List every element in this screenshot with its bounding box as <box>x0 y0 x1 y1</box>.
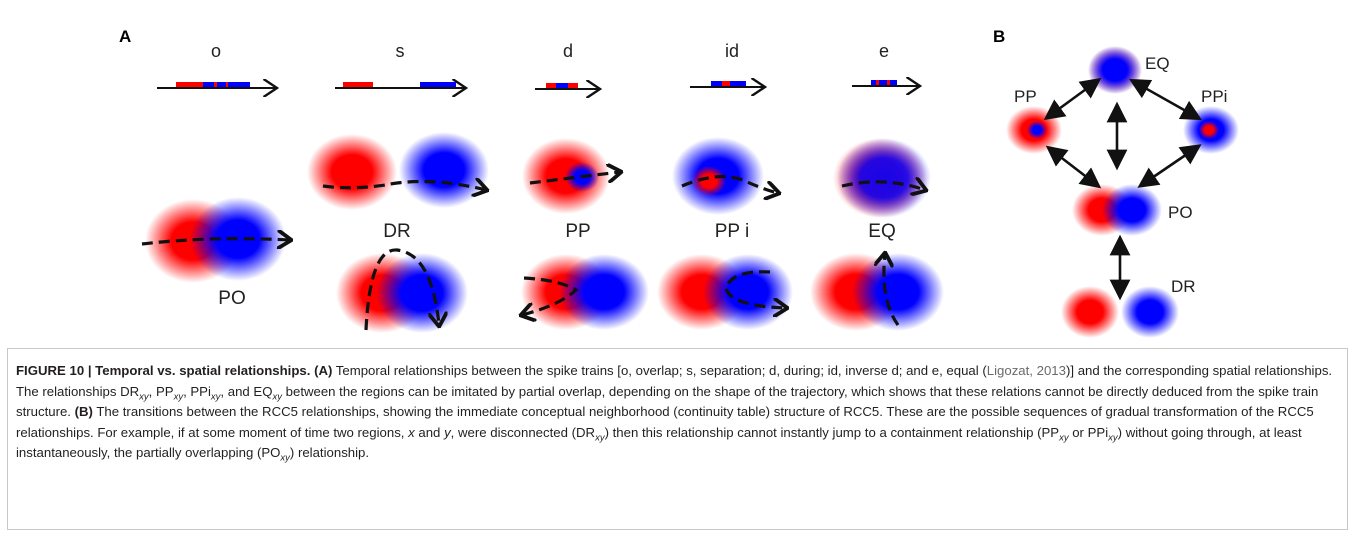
trajectory-pp-bottom <box>522 276 579 315</box>
figure-caption-box: FIGURE 10 | Temporal vs. spatial relatio… <box>7 348 1348 530</box>
node-label-ppi: PPi <box>1201 87 1227 106</box>
node-label-pp: PP <box>1014 87 1037 106</box>
node-dr <box>1061 286 1179 338</box>
panel-b-label: B <box>993 27 1005 46</box>
trajectory-ppi-top <box>681 174 778 193</box>
spatial-ppi-contains <box>672 137 778 215</box>
trajectory-dr-bottom <box>364 248 439 331</box>
spatial-dr-separated <box>307 132 489 210</box>
trajectory-ppi-bottom <box>724 270 786 308</box>
spike-train-o <box>157 82 277 88</box>
trajectory-eq-top <box>841 182 925 190</box>
spatial-eq-overlap <box>810 253 944 331</box>
spatial-ppi-overlap <box>657 254 793 330</box>
spatial-po <box>141 197 290 283</box>
spatial-pp-overlap <box>521 254 649 330</box>
temporal-label-id: id <box>725 41 739 61</box>
caption-panel-b-tag: (B) <box>74 404 93 419</box>
node-label-po: PO <box>1168 203 1193 222</box>
panel-a-label: A <box>119 27 131 46</box>
figure-graphic: A o s d id e PO <box>119 27 1239 338</box>
temporal-label-e: e <box>879 41 889 61</box>
temporal-label-d: d <box>563 41 573 61</box>
transition-pp-po <box>1045 145 1102 189</box>
spatial-pp-contained <box>522 138 620 214</box>
node-eq <box>1088 46 1142 94</box>
figure-caption: FIGURE 10 | Temporal vs. spatial relatio… <box>16 363 1333 464</box>
spike-train-id <box>690 81 765 87</box>
transition-ppi-po <box>1137 144 1202 188</box>
transition-pp-eq <box>1043 77 1102 121</box>
spatial-dr-overlap <box>336 248 468 333</box>
relation-label-pp: PP <box>565 221 590 242</box>
spike-train-s <box>335 82 466 88</box>
node-label-eq: EQ <box>1145 54 1170 73</box>
relation-label-eq: EQ <box>868 221 895 242</box>
reference-link[interactable]: Ligozat, 2013 <box>986 363 1066 378</box>
transition-eq-ppi <box>1128 78 1203 121</box>
node-po <box>1072 184 1162 236</box>
relation-label-po: PO <box>218 288 245 309</box>
node-label-dr: DR <box>1171 277 1196 296</box>
caption-panel-a-tag: (A) <box>314 363 333 378</box>
temporal-label-o: o <box>211 41 221 61</box>
spike-train-e <box>852 80 920 86</box>
relation-label-ppi: PP i <box>715 221 750 242</box>
spike-train-d <box>535 83 600 89</box>
trajectory-po <box>141 239 290 244</box>
relation-label-dr: DR <box>383 221 410 242</box>
trajectory-eq-bottom <box>884 254 900 326</box>
caption-title: FIGURE 10 | Temporal vs. spatial relatio… <box>16 363 311 378</box>
temporal-label-s: s <box>396 41 405 61</box>
trajectory-pp-top <box>529 172 620 185</box>
spatial-eq-equal <box>833 138 931 218</box>
trajectory-dr-top <box>322 181 486 190</box>
